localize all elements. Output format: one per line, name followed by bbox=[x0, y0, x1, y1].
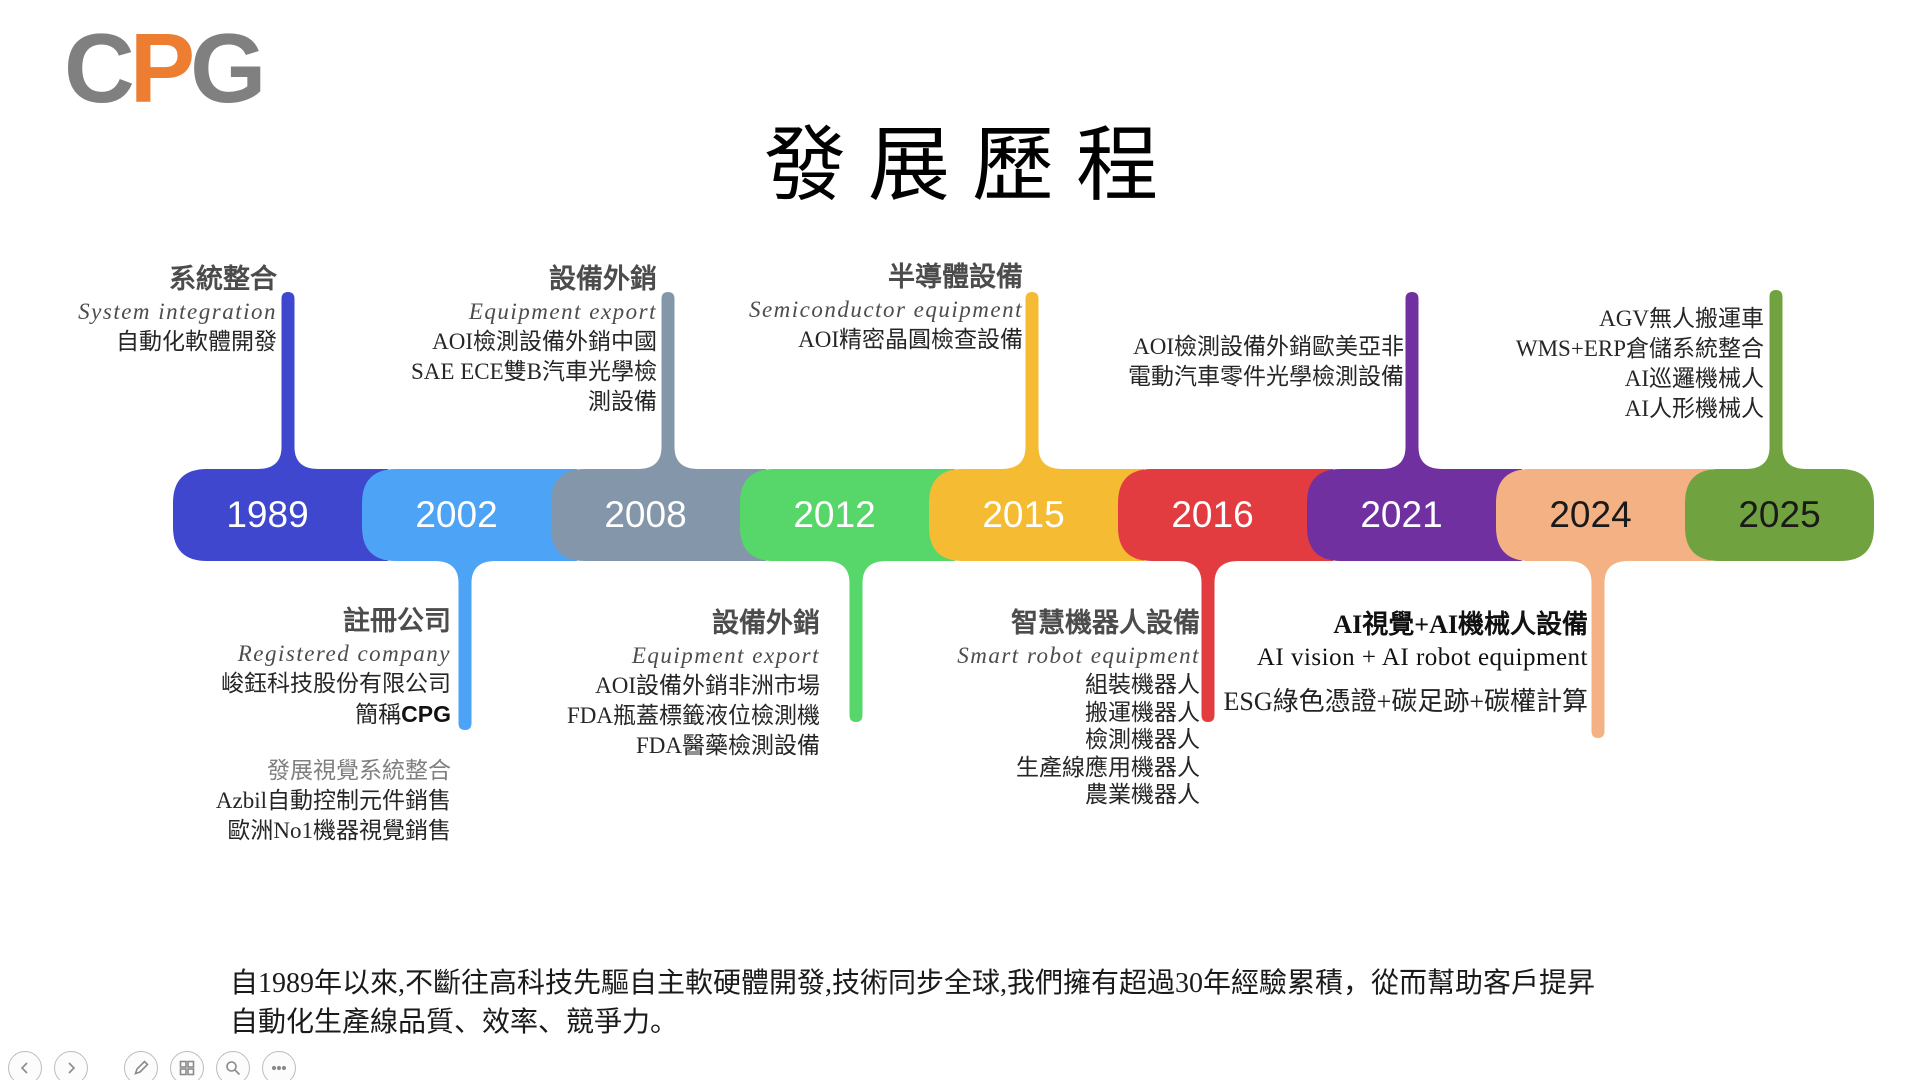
magnifier-icon bbox=[226, 1061, 241, 1076]
logo-letter-c: C bbox=[64, 13, 135, 123]
annotation-2012-detail: FDA瓶蓋標籤液位檢測機 bbox=[566, 703, 820, 728]
year-label-2008: 2008 bbox=[604, 494, 687, 535]
milestone-shape-2024 bbox=[1496, 469, 1711, 561]
year-label-2025: 2025 bbox=[1738, 494, 1821, 535]
milestone-shape-2015 bbox=[929, 469, 1144, 561]
annotation-2008-detail: AOI檢測設備外銷中國 bbox=[432, 329, 657, 354]
annotation-2025-detail: AI人形機械人 bbox=[1624, 396, 1764, 421]
next-slide-button[interactable] bbox=[54, 1051, 88, 1080]
annotation-2002-detail: 歐洲No1機器視覺銷售 bbox=[227, 818, 451, 843]
logo-letter-p: P bbox=[129, 13, 195, 123]
annotation-2002-detail: 簡稱CPG bbox=[355, 701, 451, 727]
annotation-2008-detail: 測設備 bbox=[588, 389, 657, 414]
year-label-1989: 1989 bbox=[226, 494, 309, 535]
presenter-toolbar bbox=[0, 1048, 296, 1080]
more-options-button[interactable] bbox=[262, 1051, 296, 1080]
annotation-1989-english: System integration bbox=[78, 299, 277, 324]
annotation-2024-english: AI vision + AI robot equipment bbox=[1256, 644, 1588, 671]
annotation-2012-detail: AOI設備外銷非洲市場 bbox=[595, 673, 820, 698]
annotation-1989-detail: 自動化軟體開發 bbox=[116, 329, 277, 354]
annotation-2016-english: Smart robot equipment bbox=[957, 643, 1200, 668]
milestone-shape-2021 bbox=[1307, 469, 1522, 561]
milestone-shape-2002 bbox=[362, 469, 577, 561]
annotation-2015-english: Semiconductor equipment bbox=[748, 297, 1023, 322]
milestone-shape-2012 bbox=[740, 469, 955, 561]
zoom-slide-button[interactable] bbox=[216, 1051, 250, 1080]
annotation-1989-header: 系統整合 bbox=[169, 264, 277, 294]
annotation-2021: AOI檢測設備外銷歐美亞非 電動汽車零件光學檢測設備 bbox=[1128, 332, 1404, 392]
year-label-2024: 2024 bbox=[1549, 494, 1632, 535]
year-label-2012: 2012 bbox=[793, 494, 876, 535]
annotation-2025: AGV無人搬運車 WMS+ERP倉儲系統整合 AI巡邏機械人 AI人形機械人 bbox=[1516, 304, 1764, 424]
annotation-2002-detail: Azbil自動控制元件銷售 bbox=[215, 788, 451, 813]
annotation-2012-detail: FDA醫藥檢測設備 bbox=[635, 733, 820, 758]
annotation-2008-header: 設備外銷 bbox=[549, 264, 657, 294]
milestone-stem-2024 bbox=[1567, 561, 1629, 738]
annotation-2016-header: 智慧機器人設備 bbox=[1011, 608, 1200, 638]
annotation-1989: 系統整合 System integration 自動化軟體開發 bbox=[78, 262, 277, 357]
annotation-2024: AI視覺+AI機械人設備 AI vision + AI robot equipm… bbox=[1224, 608, 1588, 717]
annotation-2016: 智慧機器人設備 Smart robot equipment 組裝機器人 搬運機器… bbox=[957, 606, 1200, 809]
annotation-2002-detail: 峻鈺科技股份有限公司 bbox=[221, 671, 451, 696]
milestone-shape-2025 bbox=[1685, 469, 1874, 561]
milestone-stem-2015 bbox=[1001, 292, 1063, 469]
annotation-2021-detail: AOI檢測設備外銷歐美亞非 bbox=[1133, 334, 1404, 359]
milestone-stem-2002 bbox=[434, 561, 496, 730]
previous-slide-button[interactable] bbox=[8, 1051, 42, 1080]
milestone-stem-1989 bbox=[257, 292, 319, 469]
annotation-2012: 設備外銷 Equipment export AOI設備外銷非洲市場 FDA瓶蓋標… bbox=[567, 606, 820, 761]
annotation-2002-header: 註冊公司 bbox=[343, 606, 451, 636]
annotation-2024-detail: ESG綠色憑證+碳足跡+碳權計算 bbox=[1223, 687, 1588, 716]
annotation-2016-detail: 農業機器人 bbox=[1085, 782, 1200, 807]
annotation-2024-header: AI視覺+AI機械人設備 bbox=[1333, 610, 1588, 639]
year-label-2002: 2002 bbox=[415, 494, 498, 535]
year-label-2021: 2021 bbox=[1360, 494, 1443, 535]
annotation-2016-detail: 生產線應用機器人 bbox=[1016, 754, 1200, 780]
milestone-stem-2016 bbox=[1177, 561, 1239, 722]
footer-line-2: 自動化生產線品質、效率、競爭力。 bbox=[230, 1007, 679, 1038]
annotation-2015-detail: AOI精密晶圓檢查設備 bbox=[798, 327, 1023, 352]
cpg-logo: CPG bbox=[64, 18, 266, 118]
annotation-2002-detail: 發展視覺系統整合 bbox=[267, 758, 451, 783]
annotation-2012-header: 設備外銷 bbox=[712, 608, 820, 638]
annotation-2025-detail: AI巡邏機械人 bbox=[1624, 366, 1764, 391]
annotation-2015-header: 半導體設備 bbox=[888, 262, 1023, 292]
grid-icon bbox=[179, 1060, 195, 1076]
milestone-stem-2025 bbox=[1745, 290, 1807, 469]
ellipsis-icon bbox=[271, 1065, 287, 1071]
annotation-2016-detail: 檢測機器人 bbox=[1085, 727, 1200, 752]
annotation-2002: 註冊公司 Registered company 峻鈺科技股份有限公司 簡稱CPG… bbox=[216, 604, 451, 846]
footer-line-1: 自1989年以來,不斷往高科技先驅自主軟硬體開發,技術同步全球,我們擁有超過30… bbox=[230, 968, 1596, 999]
cpg-abbreviation: CPG bbox=[401, 701, 451, 727]
milestone-shape-1989 bbox=[173, 469, 388, 561]
annotation-2025-detail: WMS+ERP倉儲系統整合 bbox=[1515, 336, 1764, 361]
annotation-2012-english: Equipment export bbox=[631, 643, 820, 668]
milestone-shape-2008 bbox=[551, 469, 766, 561]
year-label-2015: 2015 bbox=[982, 494, 1065, 535]
year-label-2016: 2016 bbox=[1171, 494, 1254, 535]
milestone-stem-2012 bbox=[825, 561, 887, 722]
milestone-stem-2021 bbox=[1381, 292, 1443, 469]
see-all-slides-button[interactable] bbox=[170, 1051, 204, 1080]
milestone-stem-2008 bbox=[637, 292, 699, 469]
annotation-2016-detail: 組裝機器人 bbox=[1085, 672, 1200, 697]
annotation-2008-detail: SAE ECE雙B汽車光學檢 bbox=[411, 359, 657, 384]
page-title: 發展歷程 bbox=[763, 120, 1181, 211]
annotation-2015: 半導體設備 Semiconductor equipment AOI精密晶圓檢查設… bbox=[749, 260, 1023, 355]
annotation-2025-detail: AGV無人搬運車 bbox=[1599, 306, 1764, 331]
milestone-shape-2016 bbox=[1118, 469, 1333, 561]
chevron-right-icon bbox=[68, 1062, 76, 1074]
annotation-2016-detail: 搬運機器人 bbox=[1085, 699, 1200, 725]
chevron-left-icon bbox=[20, 1062, 28, 1074]
footer-paragraph: 自1989年以來,不斷往高科技先驅自主軟硬體開發,技術同步全球,我們擁有超過30… bbox=[230, 964, 1595, 1042]
pen-icon bbox=[134, 1060, 149, 1075]
pen-tools-button[interactable] bbox=[124, 1051, 158, 1080]
annotation-2008: 設備外銷 Equipment export AOI檢測設備外銷中國 SAE EC… bbox=[411, 262, 657, 417]
annotation-2008-english: Equipment export bbox=[468, 299, 657, 324]
logo-letter-g: G bbox=[190, 13, 266, 123]
annotation-2021-detail: 電動汽車零件光學檢測設備 bbox=[1128, 364, 1404, 389]
annotation-2002-english: Registered company bbox=[237, 641, 451, 666]
